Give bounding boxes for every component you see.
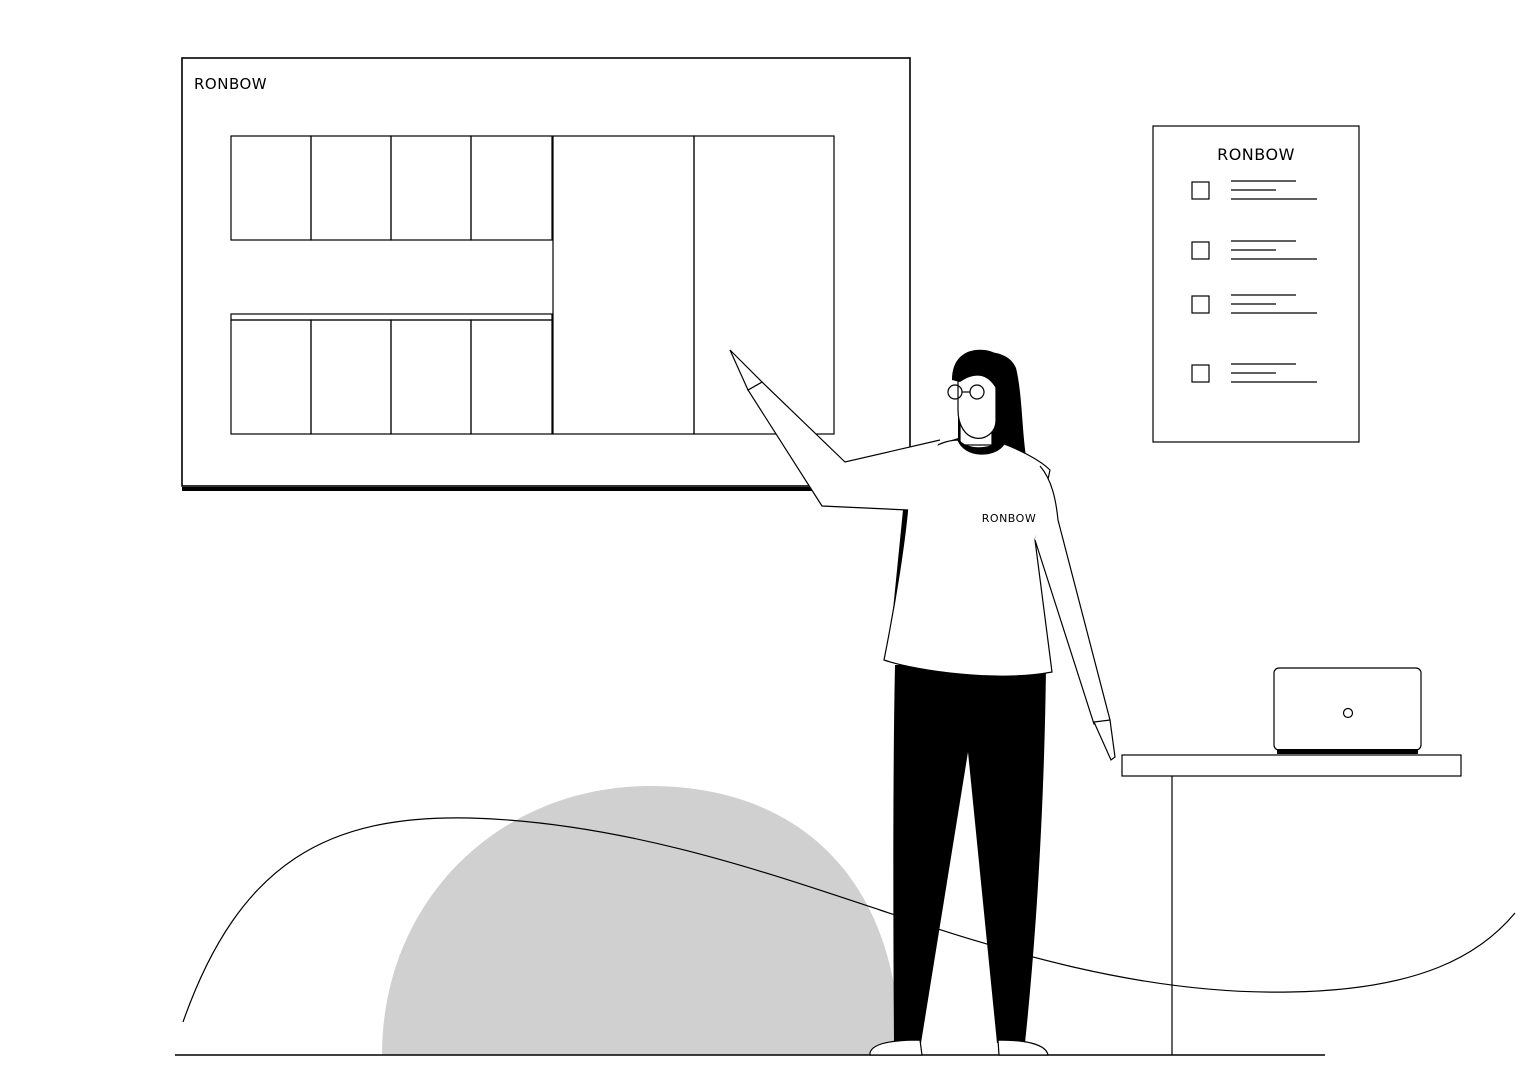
glasses-icon [947, 384, 985, 400]
checkbox-icon [1191, 364, 1210, 383]
desk [1121, 754, 1462, 1055]
checklist-poster: RONBOW [1152, 125, 1360, 443]
laptop-icon [1273, 667, 1422, 754]
cabinet-layout-icon [230, 135, 835, 435]
checklist-item [1191, 363, 1317, 383]
checklist-item [1191, 240, 1317, 260]
checkbox-icon [1191, 295, 1210, 314]
background-blob [382, 786, 900, 1055]
board-brand-label: RONBOW [194, 75, 267, 93]
checkbox-icon [1191, 181, 1210, 200]
checklist-item [1191, 180, 1317, 200]
presenter-woman-pointing: RONBOW [729, 349, 1116, 1056]
decorative-curve [182, 817, 1516, 1023]
shirt-brand-label: RONBOW [982, 512, 1036, 525]
checklist-brand-label: RONBOW [1217, 145, 1295, 164]
checkbox-icon [1191, 241, 1210, 260]
checklist-item [1191, 294, 1317, 314]
